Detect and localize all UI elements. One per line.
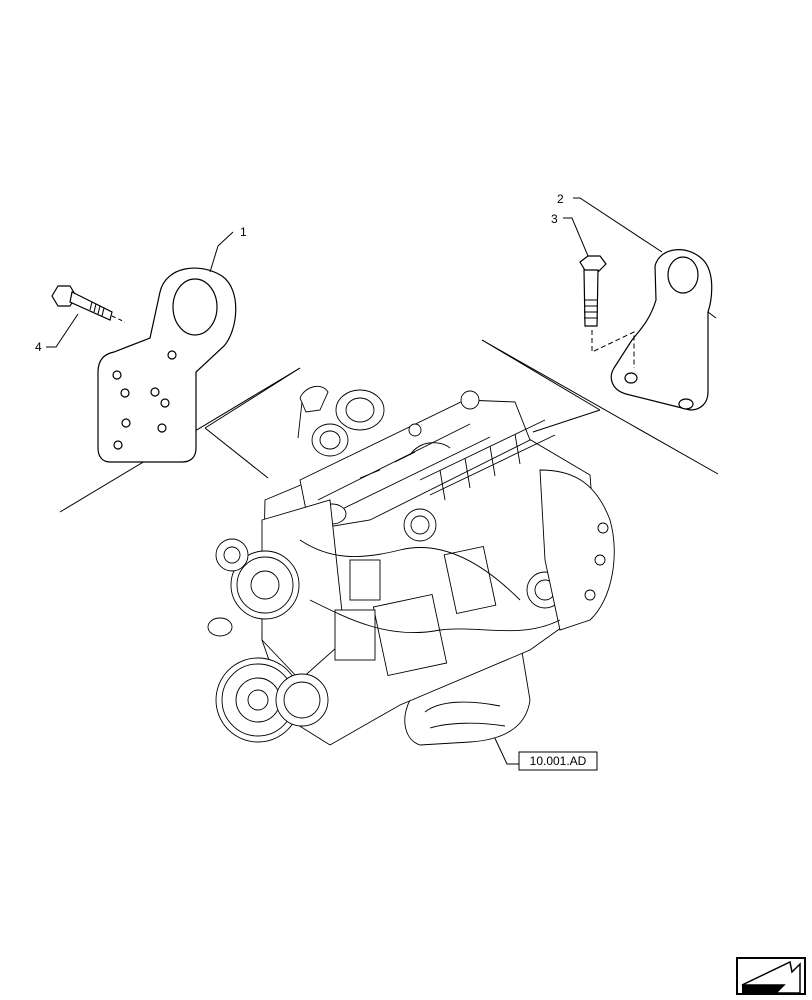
engine-assembly: [207, 385, 615, 746]
callout-2: 2: [557, 192, 564, 206]
callout-1: 1: [240, 225, 247, 239]
next-page-arrow-icon[interactable]: [736, 957, 806, 995]
callout-leaders: [46, 197, 663, 765]
reference-box[interactable]: 10.001.AD: [518, 751, 598, 771]
lifting-bracket-left: [97, 267, 237, 463]
callout-4: 4: [35, 340, 42, 354]
reference-label: 10.001.AD: [530, 754, 587, 768]
lifting-bracket-right: [610, 249, 717, 411]
bolt-left: [51, 285, 126, 323]
callout-3: 3: [551, 212, 558, 226]
bolt-right: [579, 255, 635, 368]
